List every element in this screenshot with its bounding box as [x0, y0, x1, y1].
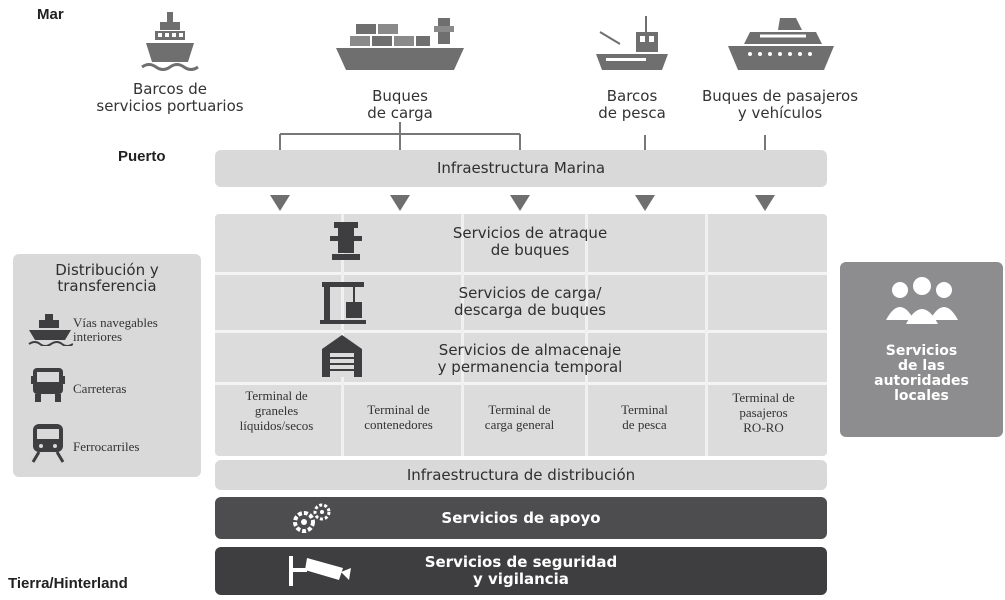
vessel-fishing: Barcos de pesca [572, 14, 692, 122]
barge-icon [28, 314, 73, 346]
sea-label: Mar [37, 6, 64, 23]
arrow-down-icon [390, 195, 410, 211]
service-grid [215, 214, 827, 456]
local-authorities-title: Servicios de las autoridades locales [874, 343, 969, 404]
land-label: Tierra/Hinterland [8, 575, 128, 592]
terminal-containers: Terminal de contenedores [364, 402, 433, 432]
column-divider [585, 214, 588, 456]
railways-label: Ferrocarriles [73, 439, 140, 454]
infrastructure-arrows [270, 195, 775, 211]
column-divider [341, 214, 344, 456]
column-divider [705, 214, 708, 456]
vessel-passenger: Buques de pasajeros y vehículos [690, 14, 870, 122]
distribution-infrastructure-label: Infraestructura de distribución [406, 465, 636, 484]
marine-infrastructure-label: Infraestructura Marina [436, 159, 606, 177]
tugboat-icon [141, 12, 199, 71]
warehouse-icon [322, 335, 362, 377]
roads-label: Carreteras [73, 381, 127, 396]
truck-icon [31, 368, 65, 402]
distribution-panel: Distribución y transferencia Vías navega… [13, 254, 201, 477]
security-services-label: Servicios de seguridad y vigilancia [424, 553, 618, 588]
local-authorities-panel: Servicios de las autoridades locales [840, 262, 1003, 437]
terminal-bulk: Terminal de graneles líquidos/secos [239, 388, 314, 433]
vessel-connectors [279, 122, 766, 150]
distribution-infrastructure-band: Infraestructura de distribución [215, 460, 827, 490]
column-divider [461, 214, 464, 456]
people-group-icon [886, 277, 958, 324]
security-camera-icon [289, 556, 351, 586]
distribution-panel-title: Distribución y transferencia [55, 261, 159, 295]
vessel-port-service: Barcos de servicios portuarios [70, 10, 270, 115]
marine-infrastructure-band: Infraestructura Marina [215, 150, 827, 187]
fishing-boat-icon [596, 16, 668, 70]
arrow-down-icon [270, 195, 290, 211]
berthing-services-label: Servicios de atraque de buques [452, 224, 608, 259]
train-icon [31, 424, 65, 463]
arrow-down-icon [510, 195, 530, 211]
storage-services-label: Servicios de almacenaje y permanencia te… [437, 341, 623, 376]
vessel-passenger-label: Buques de pasajeros y vehículos [701, 87, 859, 122]
support-services-label: Servicios de apoyo [441, 508, 601, 527]
terminal-fishing: Terminal de pesca [621, 402, 668, 432]
vessel-cargo-label: Buques de carga [367, 87, 433, 122]
vessel-fishing-label: Barcos de pesca [598, 87, 666, 122]
ferry-icon [728, 18, 834, 70]
vessel-port-service-label: Barcos de servicios portuarios [96, 80, 244, 115]
vessel-cargo: Buques de carga [310, 14, 490, 122]
crane-icon [320, 282, 366, 324]
bollard-icon [330, 222, 362, 260]
arrow-down-icon [755, 195, 775, 211]
loading-services-label: Servicios de carga/ descarga de buques [453, 284, 606, 319]
container-ship-icon [336, 18, 464, 70]
row-divider [215, 330, 827, 333]
row-divider [215, 272, 827, 275]
port-label: Puerto [118, 148, 166, 165]
terminal-ro-ro: Terminal de pasajeros RO-RO [732, 390, 795, 435]
row-divider [215, 382, 827, 385]
gears-icon [293, 503, 331, 533]
terminal-general-cargo: Terminal de carga general [484, 402, 555, 432]
arrow-down-icon [635, 195, 655, 211]
waterways-label: Vías navegables interiores [73, 315, 158, 344]
